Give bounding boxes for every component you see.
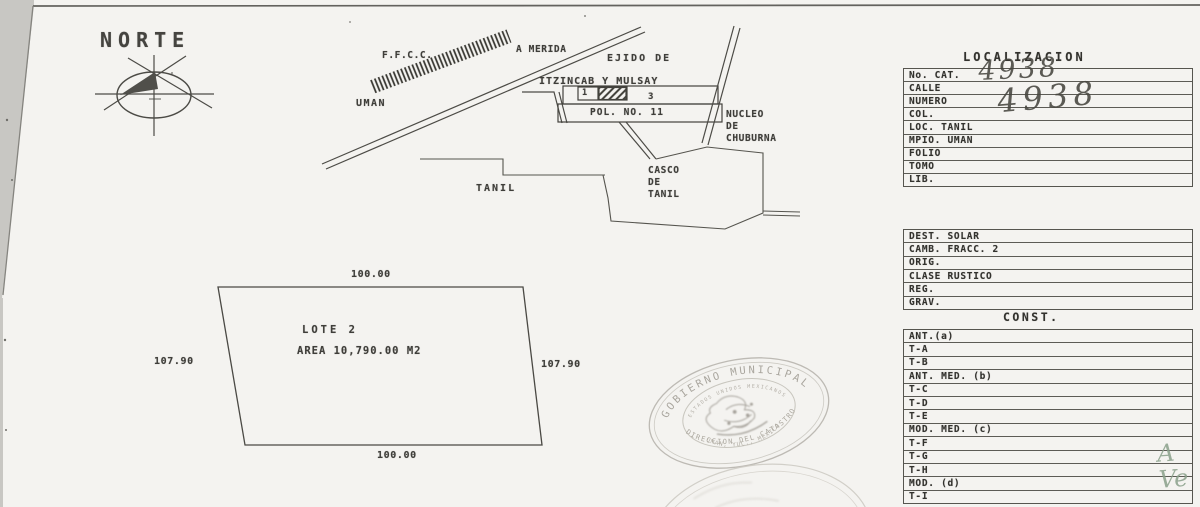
- railroad-hatch: [369, 29, 512, 94]
- row-label: T-C: [909, 384, 929, 396]
- localizacion-table: No. CAT. CALLE NUMERO COL. LOC. TANIL MP…: [903, 68, 1193, 187]
- table-row: ORIG.: [904, 255, 1192, 269]
- row-label: No. CAT.: [909, 69, 961, 81]
- row-label: T-F: [909, 437, 929, 449]
- access-road: [522, 91, 568, 124]
- row-label: GRAV.: [909, 297, 942, 309]
- row-label: MOD. MED. (c): [909, 424, 993, 436]
- localizacion-title: LOCALIZACION: [963, 50, 1086, 64]
- table-row: MPIO. UMAN: [904, 133, 1192, 147]
- compass-rose-icon: [95, 55, 214, 136]
- road-to-chuburna: [618, 25, 741, 160]
- table-row: LIB.: [904, 172, 1192, 186]
- ffcc-label: F.F.C.C.: [382, 50, 433, 61]
- table-row: T-E: [904, 409, 1192, 422]
- municipal-seal-stamp: GOBIERNO MUNICIPAL ESTADOS UNIDOS MEXICA…: [648, 351, 830, 469]
- casco-tanil-label: CASCO DE TANIL: [648, 165, 680, 200]
- table-row: CAMB. FRACC. 2: [904, 242, 1192, 255]
- ejido-label-line1: EJIDO DE: [607, 53, 672, 64]
- lot-dim-left: 107.90: [154, 356, 194, 367]
- row-label: T-A: [909, 344, 929, 356]
- table-row: MOD. (d): [904, 476, 1192, 489]
- table-row: GRAV.: [904, 295, 1192, 309]
- row-label: ANT. MED. (b): [909, 370, 993, 382]
- edge-watermark: A Ve: [1156, 435, 1200, 494]
- seal-eagle-emblem: [705, 395, 768, 436]
- table-row: ANT. MED. (b): [904, 369, 1192, 382]
- table-row: COL.: [904, 107, 1192, 120]
- table-row: FOLIO: [904, 146, 1192, 160]
- row-label: COL.: [909, 108, 935, 120]
- row-label: ANT.(a): [909, 330, 954, 342]
- table-row: T-H: [904, 462, 1192, 476]
- table-row: T-D: [904, 395, 1192, 409]
- a-merida-label: A MERIDA: [516, 44, 567, 55]
- row-label: CALLE: [909, 82, 942, 94]
- lot-cell-3-label: 3: [648, 92, 655, 102]
- row-label: T-D: [909, 397, 929, 409]
- row-label: T-I: [909, 491, 929, 503]
- ejido-label-line2: ITZINCAB Y MULSAY: [539, 76, 659, 87]
- table-row: No. CAT.: [904, 69, 1192, 81]
- table-row: CALLE: [904, 81, 1192, 94]
- row-label: TOMO: [909, 161, 935, 173]
- row-label: T-G: [909, 451, 929, 463]
- row-label: DEST. SOLAR: [909, 230, 980, 242]
- seal-arc-top-text: GOBIERNO MUNICIPAL: [653, 351, 814, 422]
- table-row: LOC. TANIL: [904, 120, 1192, 133]
- table-row: NUMERO: [904, 94, 1192, 107]
- row-label: LIB.: [909, 174, 935, 186]
- row-label: NUMERO: [909, 95, 948, 107]
- nucleo-chuburna-label: NUCLEO DE CHUBURNA: [726, 109, 777, 144]
- table-row: T-I: [904, 489, 1192, 503]
- row-label: MPIO. UMAN: [909, 135, 974, 147]
- table-row: T-G: [904, 449, 1192, 463]
- table-row: T-B: [904, 355, 1192, 369]
- lot-cell-1-label: 1: [582, 88, 588, 98]
- watermark-line2: Ve: [1158, 463, 1190, 494]
- row-label: ORIG.: [909, 257, 942, 269]
- row-label: T-H: [909, 464, 929, 476]
- table-row: T-C: [904, 382, 1192, 396]
- lot-name-label: LOTE 2: [302, 324, 358, 336]
- lot-dim-bottom: 100.00: [377, 450, 417, 461]
- lot-dim-right: 107.90: [541, 359, 581, 370]
- construction-table: ANT.(a) T-A T-B ANT. MED. (b) T-C T-D T-…: [903, 329, 1193, 504]
- table-row: ANT.(a): [904, 330, 1192, 342]
- pol-no-label: POL. NO. 11: [590, 107, 664, 118]
- partial-second-stamp: [647, 463, 873, 507]
- lot-dim-top: 100.00: [351, 269, 391, 280]
- property-table: DEST. SOLAR CAMB. FRACC. 2 ORIG. CLASE R…: [903, 229, 1193, 310]
- compass-label: NORTE: [100, 28, 191, 52]
- const-title: CONST.: [1003, 310, 1060, 324]
- row-label: CAMB. FRACC. 2: [909, 243, 999, 255]
- row-label: LOC. TANIL: [909, 121, 974, 133]
- table-row: DEST. SOLAR: [904, 230, 1192, 242]
- table-row: T-A: [904, 342, 1192, 355]
- seal-bottom-line-text: UMAN, YUC., MEXICO: [704, 422, 784, 455]
- table-row: MOD. MED. (c): [904, 422, 1192, 436]
- seal-arc-inner-text: ESTADOS UNIDOS MEXICANOS: [683, 375, 788, 420]
- table-row: T-F: [904, 436, 1192, 449]
- seal-arc-bottom-text: DIRECCION DEL CATASTRO: [683, 405, 802, 456]
- uman-label: UMAN: [356, 98, 387, 109]
- table-row: TOMO: [904, 159, 1192, 173]
- row-label: MOD. (d): [909, 477, 961, 489]
- row-label: T-E: [909, 411, 929, 423]
- lot-area-label: AREA 10,790.00 M2: [297, 345, 422, 357]
- row-label: FOLIO: [909, 148, 942, 160]
- tanil-label: TANIL: [476, 183, 517, 194]
- row-label: REG.: [909, 283, 935, 295]
- table-row: REG.: [904, 282, 1192, 295]
- row-label: CLASE RUSTICO: [909, 270, 993, 282]
- row-label: T-B: [909, 357, 929, 369]
- watermark-line1: A: [1156, 438, 1176, 468]
- highlighted-lot-cell: [598, 86, 627, 101]
- table-row: CLASE RUSTICO: [904, 268, 1192, 282]
- lot-polygon: [217, 286, 543, 446]
